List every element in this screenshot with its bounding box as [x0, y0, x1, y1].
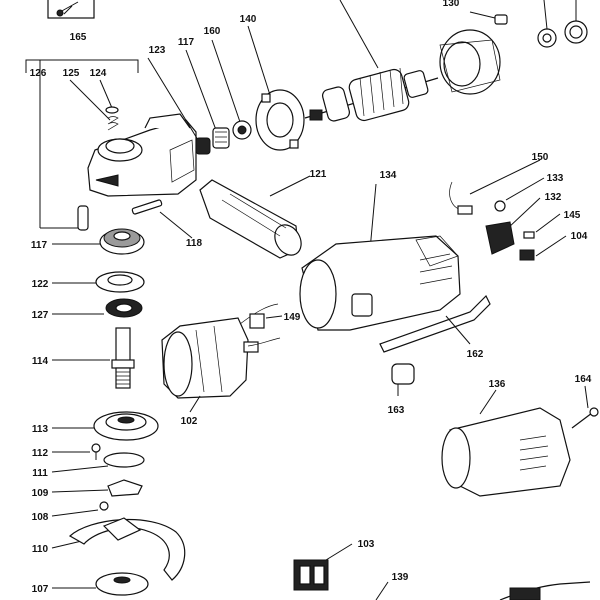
- part-114-spindle: [52, 327, 135, 389]
- bearing-rings-top-right: [537, 0, 588, 48]
- part-107-nut: [52, 572, 149, 596]
- label-112: 112: [32, 448, 49, 459]
- label-117-left: 117: [31, 240, 48, 251]
- part-118-screw: [131, 199, 193, 239]
- part-113-flange: [52, 411, 159, 441]
- label-114: 114: [32, 356, 49, 367]
- part-108-screw: [51, 501, 109, 517]
- label-109: 109: [32, 488, 49, 499]
- part-149-clip: [249, 313, 283, 329]
- parts-123-117-160: [147, 39, 252, 155]
- part-164-screw: [571, 385, 599, 429]
- label-110: 110: [32, 544, 49, 555]
- label-111: 111: [32, 468, 48, 479]
- label-104: 104: [571, 231, 588, 242]
- part-124-spring: [105, 106, 119, 131]
- label-139: 139: [392, 572, 409, 583]
- label-107: 107: [32, 584, 49, 595]
- label-102: 102: [181, 416, 198, 427]
- label-126: 126: [30, 68, 47, 79]
- label-134: 134: [380, 170, 397, 181]
- label-133: 133: [547, 173, 564, 184]
- label-145: 145: [564, 210, 581, 221]
- part-134-motor-housing: [299, 183, 461, 331]
- label-122: 122: [32, 279, 49, 290]
- label-113: 113: [32, 424, 49, 435]
- label-136: 136: [489, 379, 506, 390]
- part-140-plate: [247, 25, 305, 151]
- label-118: 118: [186, 238, 203, 249]
- part-136-rear-cover: [441, 389, 571, 497]
- part-165-key-wrench: [47, 0, 95, 19]
- part-117-pin: [77, 205, 89, 231]
- part-labels: 165 130 126 125 124 123 117 160 140 121 …: [30, 0, 592, 595]
- label-132: 132: [545, 192, 562, 203]
- part-110-guard: [51, 517, 186, 581]
- label-130: 130: [443, 0, 460, 9]
- part-112-screw: [52, 443, 101, 460]
- label-125: 125: [63, 68, 80, 79]
- motor-end-housing: [439, 29, 501, 95]
- armature: [304, 0, 439, 122]
- label-123: 123: [149, 45, 166, 56]
- part-103-switch: [293, 543, 353, 591]
- label-164: 164: [575, 374, 592, 385]
- label-117-top: 117: [178, 37, 195, 48]
- part-109-clamp: [51, 479, 143, 497]
- part-139-cable: [375, 581, 591, 600]
- part-111-ring: [51, 452, 145, 473]
- part-163-button: [391, 363, 415, 396]
- label-162: 162: [467, 349, 484, 360]
- part-130-pin: [469, 11, 508, 25]
- part-121-side-handle: [199, 175, 311, 259]
- label-160: 160: [204, 26, 221, 37]
- bevel-gear: [52, 228, 145, 255]
- part-102-stator: [161, 303, 281, 413]
- part-127-bearing: [52, 298, 143, 318]
- label-108: 108: [32, 512, 49, 523]
- label-165: 165: [70, 32, 87, 43]
- label-103: 103: [358, 539, 375, 550]
- label-149: 149: [284, 312, 301, 323]
- label-127: 127: [32, 310, 49, 321]
- label-140: 140: [240, 14, 257, 25]
- part-122-cover: [52, 271, 145, 293]
- gear-case-head: [87, 113, 197, 197]
- part-126-bracket-leader: [25, 59, 139, 229]
- label-150: 150: [532, 152, 549, 163]
- label-163: 163: [388, 405, 405, 416]
- brush-parts-right: [449, 159, 567, 261]
- label-124: 124: [90, 68, 107, 79]
- part-162-switch-rod: [379, 294, 491, 353]
- label-121: 121: [310, 169, 327, 180]
